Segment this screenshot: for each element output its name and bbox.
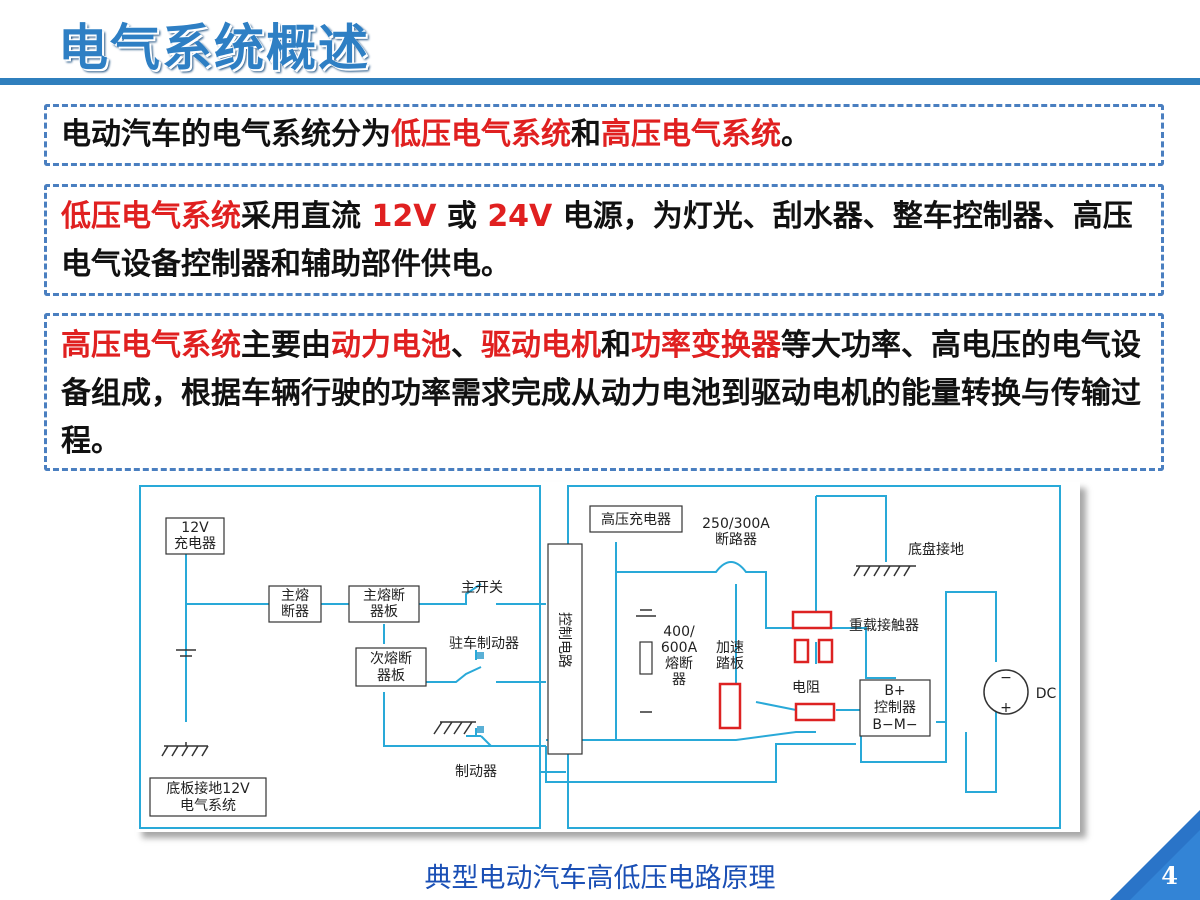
accel-pedal-symbol [718, 682, 742, 730]
lv-frame [139, 485, 541, 829]
hv-converter: 功率变换器 [631, 328, 781, 363]
main-fuse-box [268, 585, 322, 623]
contactor-left [793, 638, 810, 664]
accel-pedal-label-1: 加速 [716, 640, 744, 656]
brake-switch-dot [477, 726, 484, 733]
charger-12v-box [165, 517, 225, 555]
control-circuit-label: 控制电路 [556, 612, 572, 668]
controller-label-1: B+ [884, 683, 905, 699]
ground-symbol-brake [433, 721, 476, 735]
ground-12v-label-1: 底板接地12V [166, 780, 250, 797]
charger-12v-label-1: 12V [181, 520, 209, 536]
contactor-top [791, 610, 833, 630]
lv-text-1: 采用直流 [241, 199, 372, 234]
main-fuse-board-label-2: 器板 [370, 604, 398, 620]
main-fuse-label-2: 断器 [281, 604, 309, 620]
intro-box: 电动汽车的电气系统分为低压电气系统和高压电气系统。 [44, 104, 1164, 166]
sub-fuse-board-box [355, 647, 427, 687]
motor-plus-label: + [1000, 700, 1012, 716]
intro-text-3: 。 [781, 117, 811, 152]
charger-12v-label-2: 充电器 [174, 536, 216, 552]
lv-12v: 12V [371, 199, 437, 234]
controller-box [859, 679, 931, 737]
resistor-label: 电阻 [792, 680, 820, 696]
hv-text-4: 等大功率、高电压的电气设备组成，根据车辆行驶的功率需求完成从动力电池到驱动电机的… [61, 328, 1141, 459]
brake-label: 制动器 [455, 764, 497, 780]
sub-fuse-board-label-2: 器板 [377, 668, 405, 684]
circuit-diagram-svg: 12V 充电器 主熔 断器 主熔断 器板 次熔断 器板 主开关 驻车制动器 制动… [139, 485, 1061, 829]
accel-pedal-label-2: 踏板 [716, 656, 744, 672]
fuse400-symbol [639, 641, 653, 675]
motor-circle [983, 669, 1029, 715]
breaker-label-2: 断路器 [715, 532, 757, 548]
low-voltage-box: 低压电气系统采用直流 12V 或 24V 电源，为灯光、刮水器、整车控制器、高压… [44, 184, 1164, 296]
intro-text-1: 电动汽车的电气系统分为 [61, 117, 391, 152]
hv-motor: 驱动电机 [481, 328, 601, 363]
main-fuse-board-box [348, 585, 420, 623]
main-fuse-label-1: 主熔 [281, 588, 309, 604]
ground-symbol-chassis [853, 565, 916, 577]
resistor-symbol [794, 702, 836, 722]
fuse400-label-3: 熔断 [665, 656, 693, 672]
breaker-label-1: 250/300A [702, 516, 770, 532]
fuse400-label-1: 400/ [663, 624, 695, 640]
intro-text-2: 和 [571, 117, 601, 152]
lv-text-3: 电源，为灯光、刮水器、整车控制器、高压电气设备控制器和辅助部件供电。 [61, 199, 1133, 282]
lv-text-2: 或 [436, 199, 488, 234]
high-voltage-highlight: 高压电气系统 [601, 117, 781, 152]
motor-dc-label: DC [1036, 686, 1057, 702]
circuit-diagram: 12V 充电器 主熔 断器 主熔断 器板 次熔断 器板 主开关 驻车制动器 制动… [136, 482, 1080, 832]
high-voltage-box: 高压电气系统主要由动力电池、驱动电机和功率变换器等大功率、高电压的电气设备组成，… [44, 313, 1164, 471]
parking-brake-label: 驻车制动器 [449, 635, 519, 652]
hv-charger-label: 高压充电器 [601, 511, 671, 528]
hv-battery: 动力电池 [331, 328, 451, 363]
controller-label-3: B−M− [872, 717, 917, 733]
sub-fuse-board-label-1: 次熔断 [370, 651, 412, 667]
parking-brake-switch-dot [477, 652, 484, 659]
hv-text-2: 、 [451, 328, 481, 363]
lv-24v: 24V [487, 199, 553, 234]
main-switch-label: 主开关 [461, 580, 503, 596]
controller-label-2: 控制器 [874, 700, 916, 716]
battery-symbol-hv [636, 609, 656, 617]
heavy-contactor-label: 重载接触器 [849, 617, 919, 634]
main-fuse-board-label-1: 主熔断 [363, 588, 405, 604]
hv-charger-box [589, 505, 683, 533]
contactor-right [817, 638, 834, 664]
hv-text-1: 主要由 [241, 328, 331, 363]
corner-decoration [1110, 810, 1200, 900]
lv-term: 低压电气系统 [61, 199, 241, 234]
low-voltage-highlight: 低压电气系统 [391, 117, 571, 152]
battery-symbol-lv [176, 649, 196, 657]
fuse400-label-2: 600A [661, 640, 698, 656]
ground-symbol-lv [161, 742, 209, 757]
ground-12v-label-2: 电气系统 [180, 798, 236, 814]
hv-text-3: 和 [601, 328, 631, 363]
page-number: 4 [1161, 861, 1178, 890]
page-title: 电气系统概述 [58, 19, 370, 77]
fuse400-label-4: 器 [672, 672, 686, 688]
control-circuit-box [547, 543, 583, 755]
ground-12v-box [149, 777, 267, 817]
chassis-ground-label: 底盘接地 [908, 541, 964, 558]
title-underline [0, 78, 1200, 85]
diagram-caption: 典型电动汽车高低压电路原理 [424, 863, 776, 894]
motor-minus-label: − [1000, 670, 1012, 686]
hv-term: 高压电气系统 [61, 328, 241, 363]
